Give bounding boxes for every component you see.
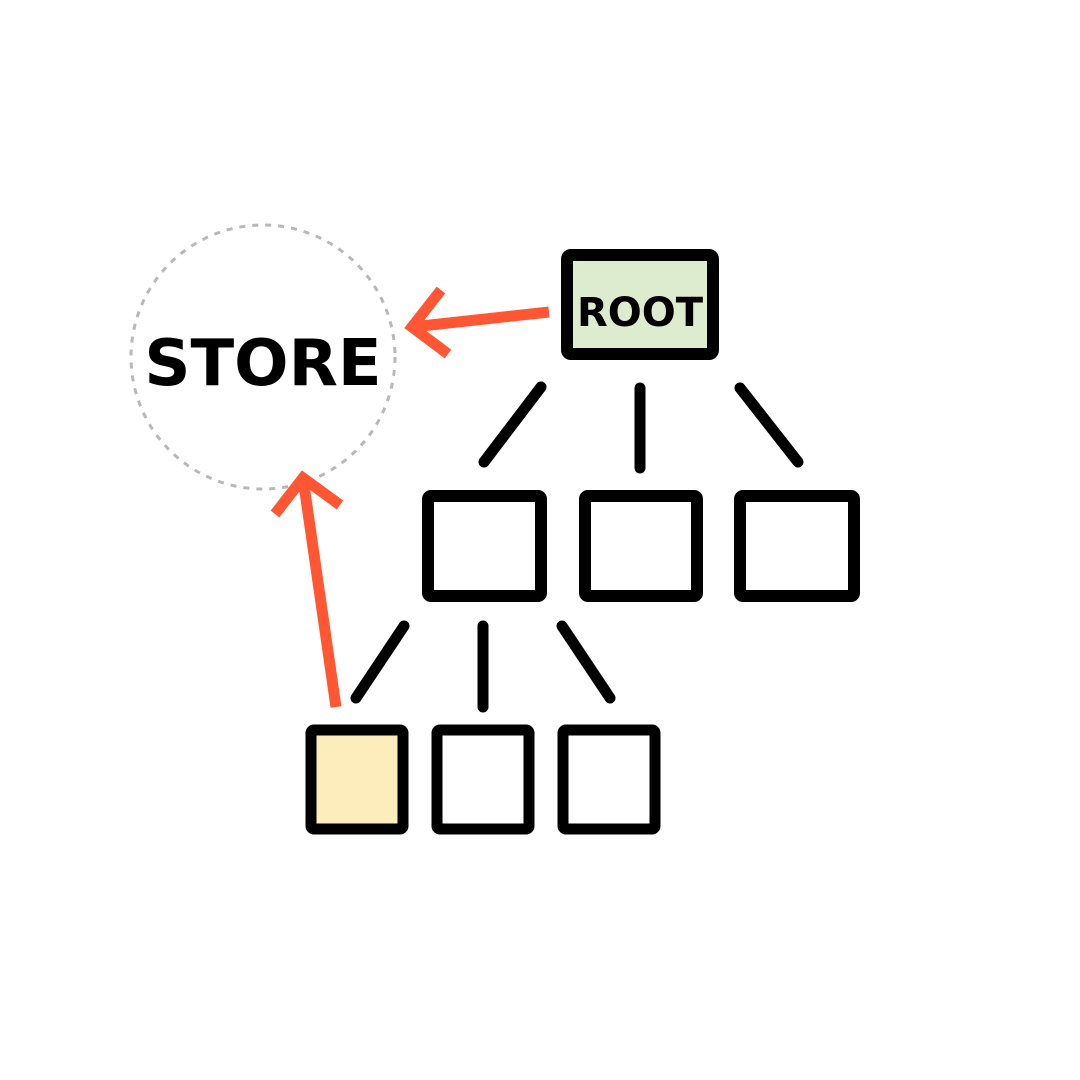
level-2-nodes [305,724,661,835]
grandchild-node-3 [557,724,661,835]
grandchild-node-1-highlighted [305,724,409,835]
root-box [561,249,719,360]
level-1-nodes [422,490,860,602]
child-node-2 [579,490,703,602]
child-connectors [350,620,616,713]
arrow-grandchild-to-store [270,470,344,708]
arrow-grandchild-head [270,470,344,518]
root-label: ROOT [577,290,704,336]
connector-root-child-3 [734,382,804,468]
arrow-root-to-store [404,286,550,359]
child-node-3 [734,490,860,602]
connector-child-grandchild-3 [556,620,616,704]
store-label: STORE [144,327,381,401]
connector-child-grandchild-1 [350,620,410,704]
root-connectors [478,381,804,474]
grandchild-node-2 [431,724,535,835]
root-node: ROOT [561,249,719,360]
store-circle [129,223,397,491]
connector-root-child-1 [478,381,547,468]
arrow-root-head [404,286,452,359]
arrow-root-shaft [411,306,550,333]
arrow-grandchild-shaft [297,477,342,708]
child-node-1 [422,490,547,602]
